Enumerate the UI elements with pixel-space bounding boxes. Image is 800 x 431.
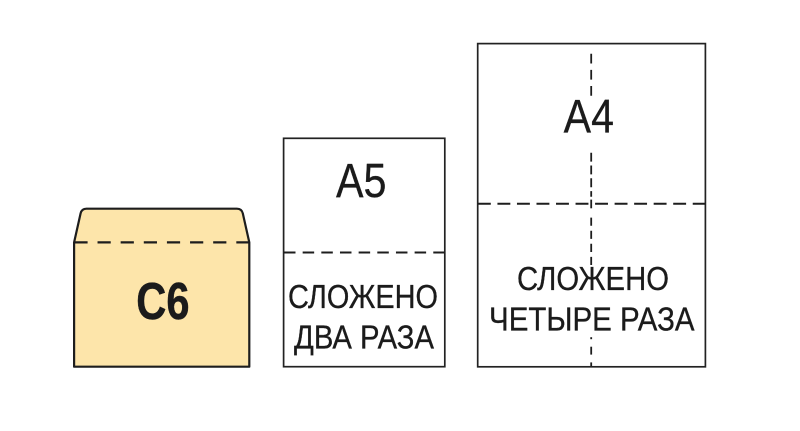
svg-text:ЧЕТЫРЕ РАЗА: ЧЕТЫРЕ РАЗА (489, 301, 695, 338)
svg-text:СЛОЖЕНО: СЛОЖЕНО (517, 260, 669, 297)
svg-text:А5: А5 (336, 155, 387, 208)
svg-text:СЛОЖЕНО: СЛОЖЕНО (288, 278, 438, 315)
svg-text:C6: C6 (136, 273, 189, 331)
svg-text:ДВА РАЗА: ДВА РАЗА (294, 319, 434, 356)
svg-text:А4: А4 (564, 91, 614, 144)
